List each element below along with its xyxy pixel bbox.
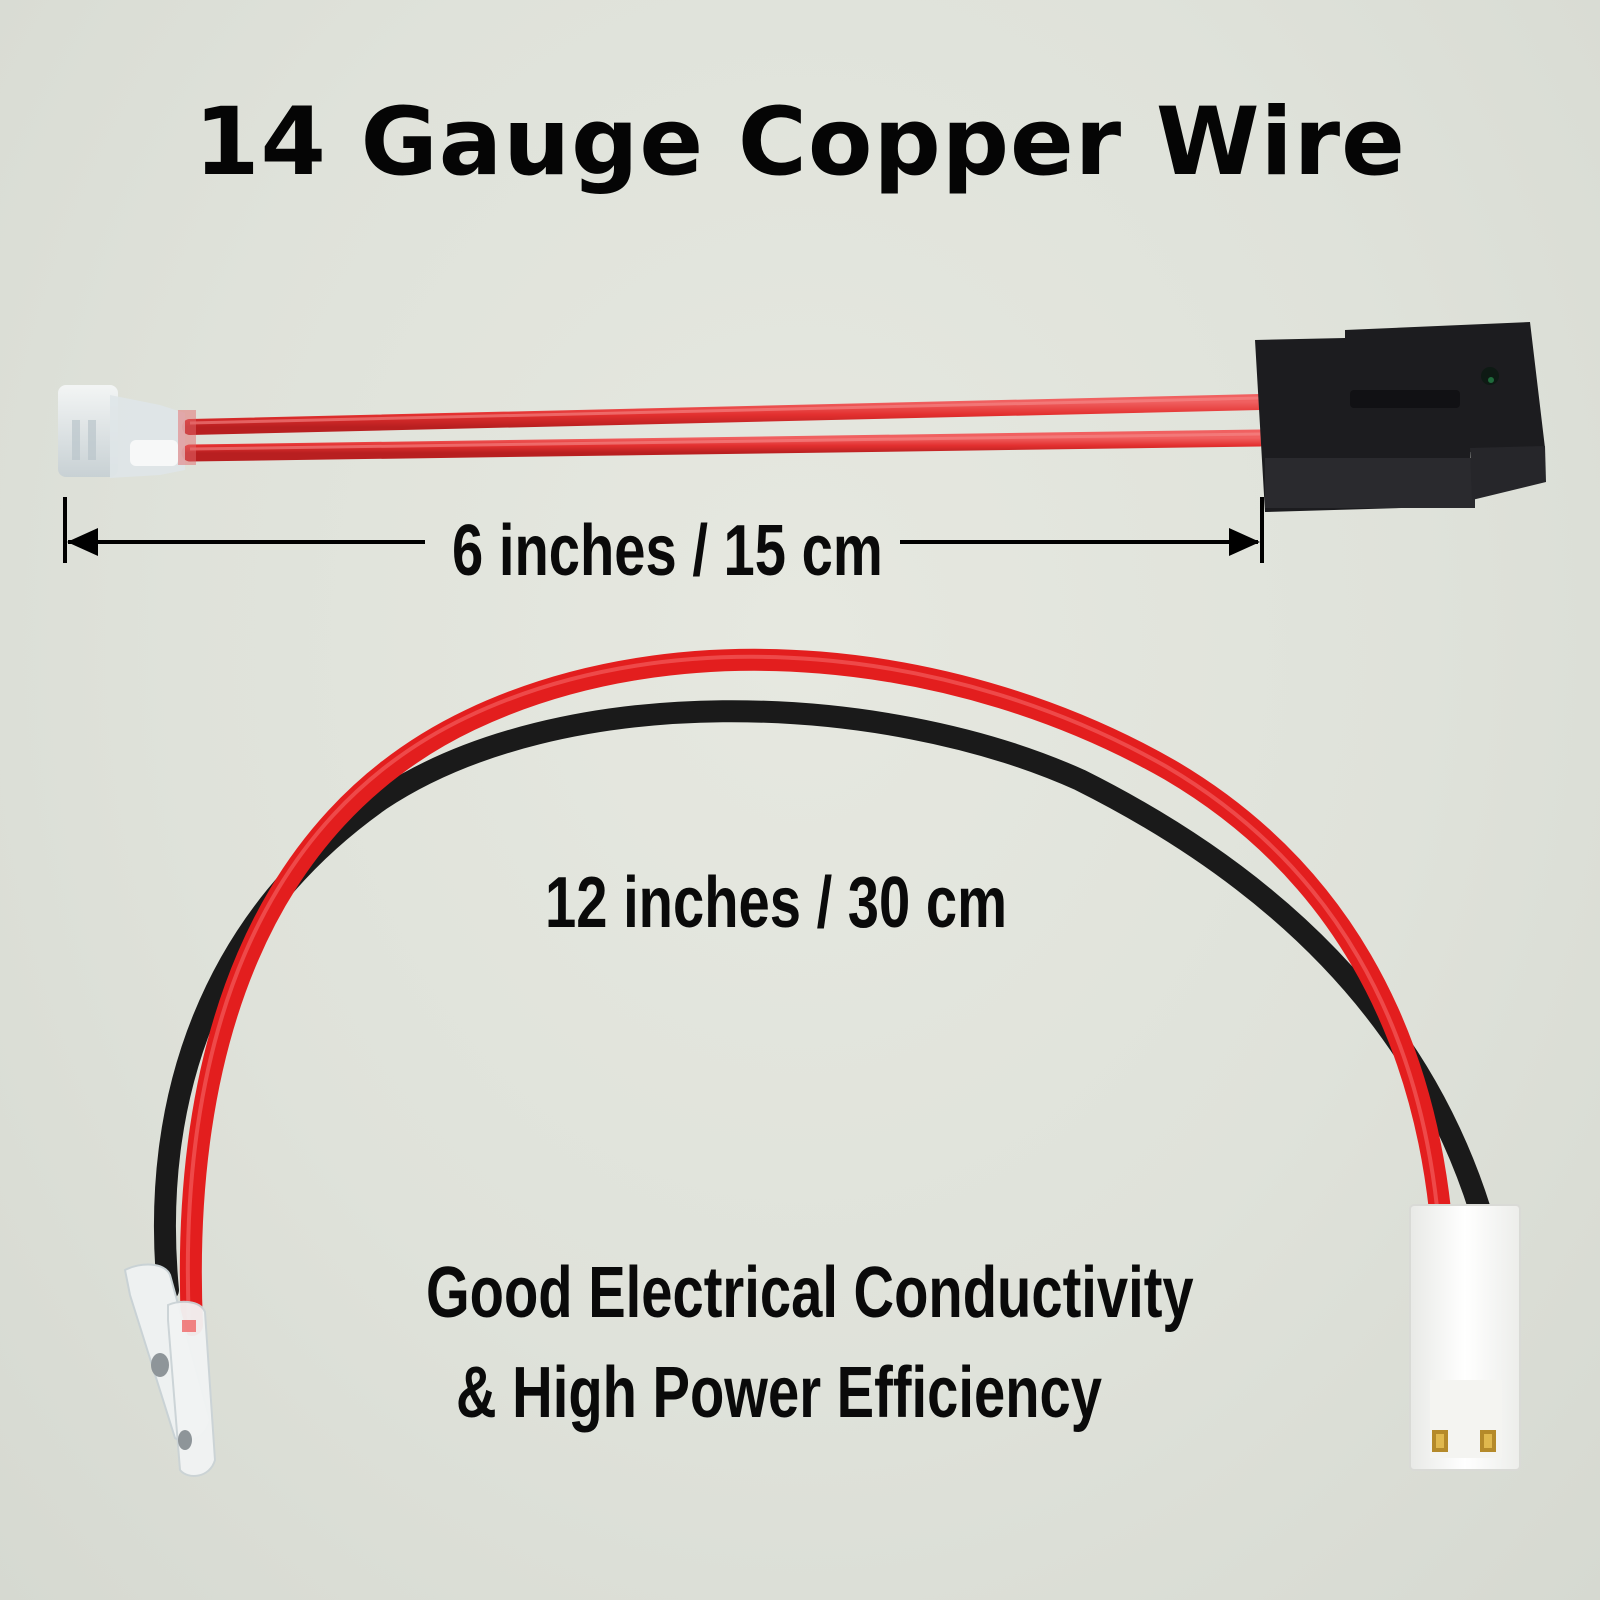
quick-disconnect-terminal-icon — [58, 385, 196, 478]
short-harness — [58, 322, 1546, 563]
feature-line-1: Good Electrical Conductivity — [426, 1253, 1194, 1333]
arrow-right-icon — [1229, 528, 1260, 556]
white-connector-icon — [1409, 1204, 1521, 1471]
clear-terminals-icon — [123, 1263, 217, 1477]
long-red-wire — [179, 648, 1451, 1336]
short-length-dimension — [63, 497, 1264, 563]
arrow-left-icon — [67, 528, 98, 556]
long-black-wire — [153, 700, 1491, 1301]
black-connector-icon — [1255, 322, 1546, 512]
feature-line-2: & High Power Efficiency — [456, 1353, 1102, 1433]
short-length-label: 6 inches / 15 cm — [452, 511, 883, 591]
page-title: 14 Gauge Copper Wire — [194, 88, 1406, 197]
long-harness — [123, 648, 1521, 1477]
long-length-label: 12 inches / 30 cm — [545, 863, 1008, 943]
short-red-wires — [181, 394, 1269, 462]
